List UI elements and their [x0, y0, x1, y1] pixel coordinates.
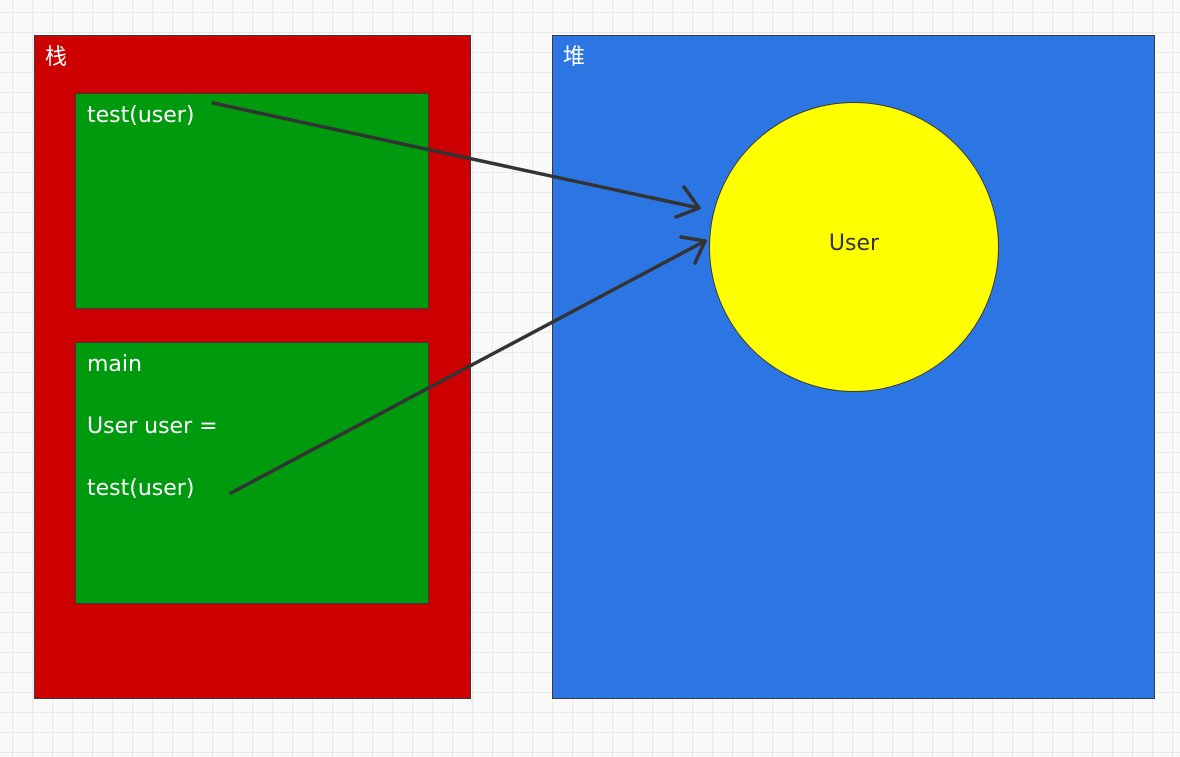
main-stack-frame: main User user = test(user): [75, 342, 429, 604]
user-object-circle: User: [709, 102, 999, 392]
main-frame-call: test(user): [87, 476, 195, 501]
main-frame-declaration: User user =: [87, 414, 218, 439]
stack-title: 栈: [45, 45, 68, 70]
heap-title: 堆: [563, 45, 586, 70]
user-object-label: User: [828, 231, 880, 256]
main-frame-label: main: [87, 352, 142, 377]
test-stack-frame: test(user): [75, 93, 429, 309]
test-frame-label: test(user): [87, 103, 195, 128]
